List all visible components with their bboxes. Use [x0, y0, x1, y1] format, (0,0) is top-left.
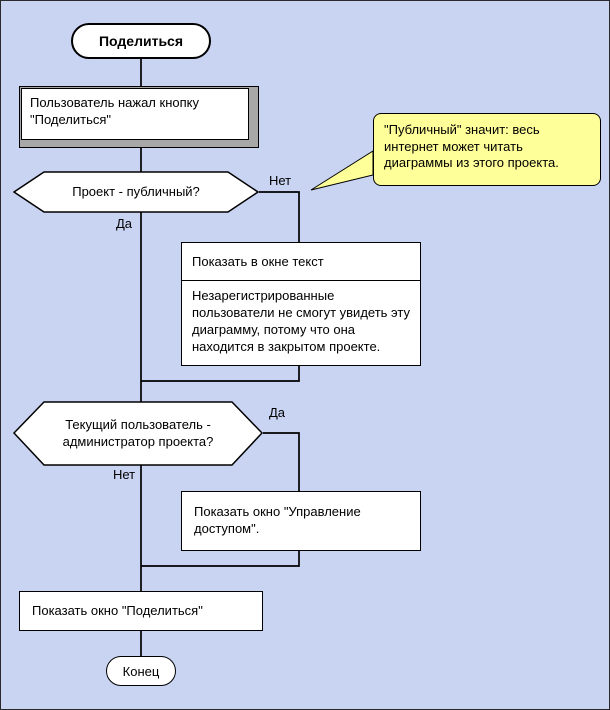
- decision-project-public-label: Проект - публичный?: [72, 183, 200, 199]
- branch-label-no-2: Нет: [113, 467, 136, 482]
- start-terminator: Поделиться: [71, 23, 211, 59]
- process-show-access-window: Показать окно "Управление доступом".: [181, 491, 421, 551]
- start-label: Поделиться: [98, 33, 184, 49]
- hexagon-shape: [13, 171, 259, 213]
- branch-label-yes-2: Да: [269, 405, 286, 420]
- branch-label-no-1: Нет: [269, 173, 292, 188]
- note-text: "Публичный" значит: весь интернет может …: [384, 122, 559, 171]
- end-terminator: Конец: [106, 656, 176, 686]
- decision-user-is-admin: Текущий пользователь - администратор про…: [13, 401, 263, 466]
- decision-project-public: Проект - публичный?: [13, 171, 259, 213]
- note-public-meaning: "Публичный" значит: весь интернет может …: [373, 113, 601, 186]
- message-body: Незарегистрированные пользователи не смо…: [192, 288, 410, 354]
- branch-label-yes-1: Да: [116, 216, 133, 231]
- end-label: Конец: [122, 663, 160, 679]
- process-show-share-window-text: Показать окно "Поделиться": [32, 602, 203, 618]
- message-title: Показать в окне текст: [182, 243, 420, 281]
- process-show-share-window: Показать окно "Поделиться": [19, 591, 263, 631]
- hexagon-shape: [13, 401, 263, 466]
- process-show-access-window-text: Показать окно "Управление доступом".: [194, 504, 361, 536]
- note-tail: [310, 150, 374, 191]
- message-show-window-text: Показать в окне текст Незарегистрированн…: [181, 242, 421, 366]
- process-user-clicked-share: Пользователь нажал кнопку "Поделиться": [19, 86, 259, 148]
- decision-user-is-admin-label: Текущий пользователь - администратор про…: [62, 417, 214, 449]
- process-user-clicked-share-text: Пользователь нажал кнопку "Поделиться": [21, 88, 249, 140]
